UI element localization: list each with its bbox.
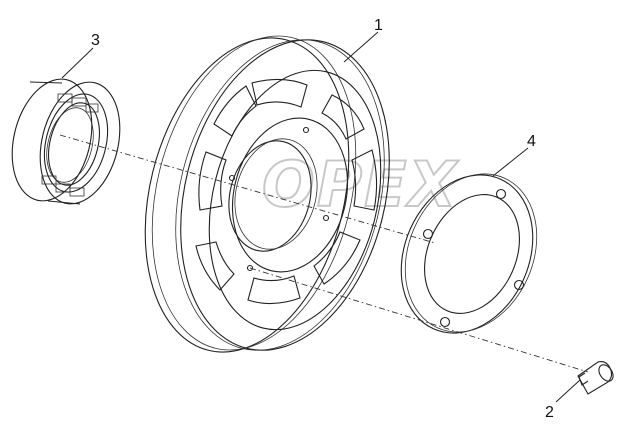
watermark-logo: OPEX [262,148,459,221]
centerlines [59,134,589,373]
leader-lines [61,31,581,403]
callout-1: 1 [374,17,383,34]
bearing [11,78,121,205]
callout-4: 4 [527,133,536,150]
pulley-hub [144,35,390,353]
callout-2: 2 [545,404,554,421]
cover-plate [400,173,538,334]
screw [577,361,614,395]
callout-3: 3 [91,32,100,49]
